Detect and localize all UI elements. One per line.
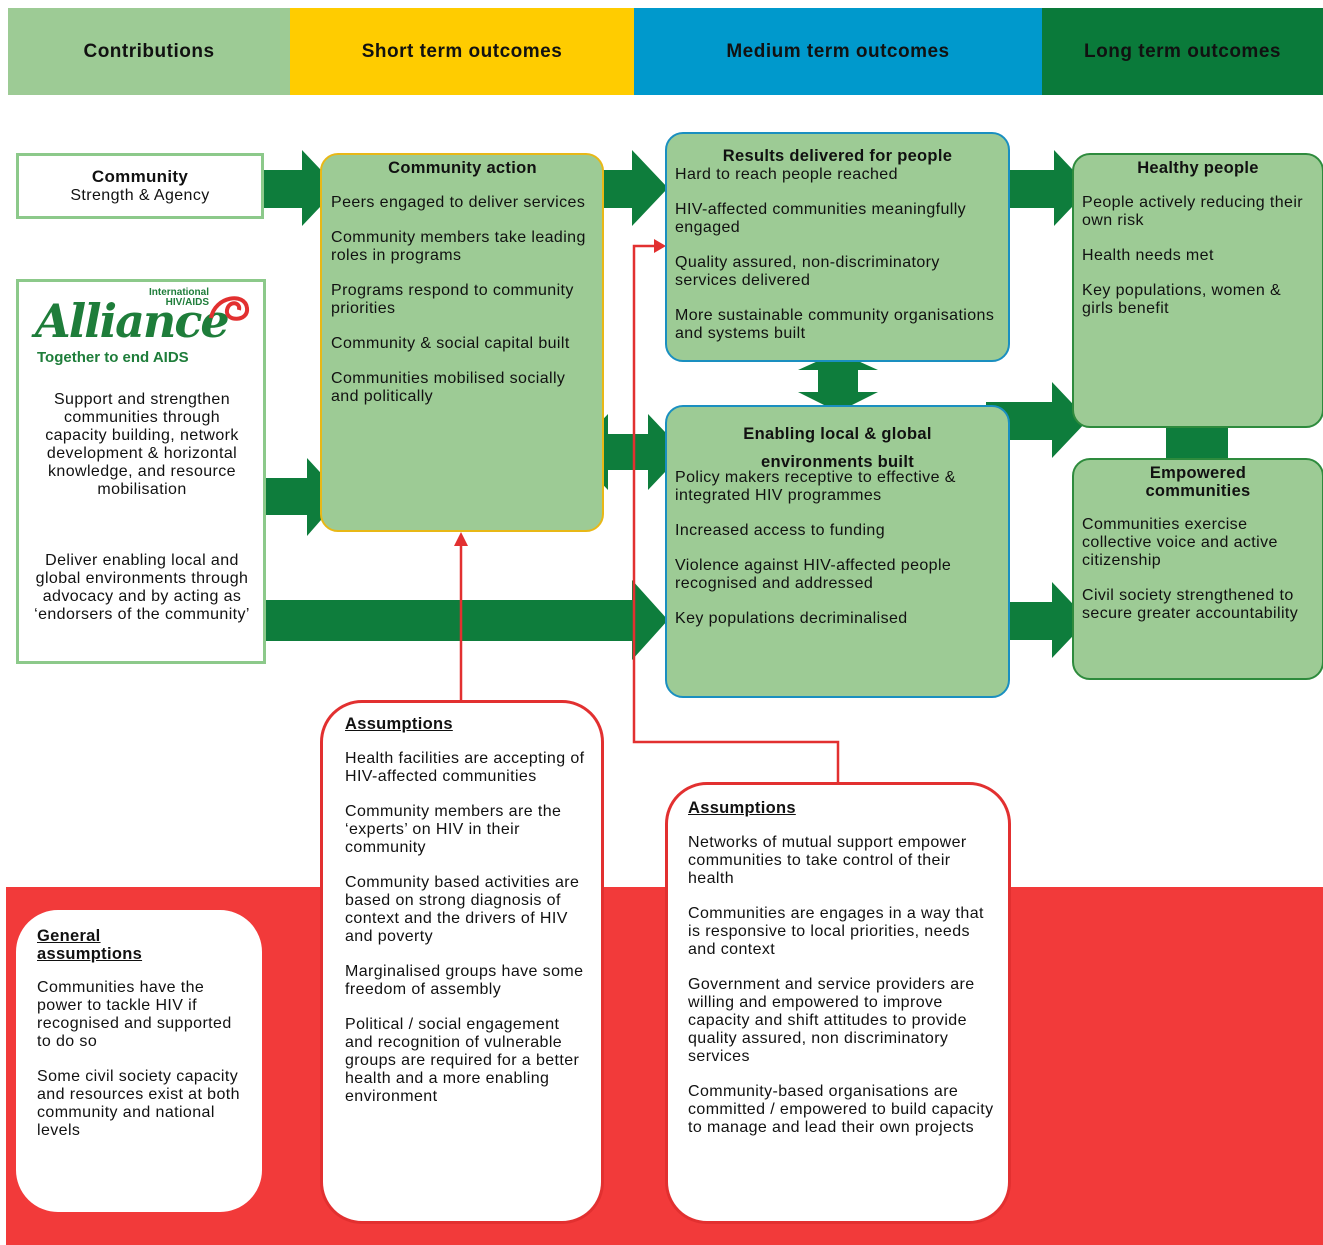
list-item: Peers engaged to deliver services [331,194,586,211]
list-item: Communities have the power to tackle HIV… [37,979,232,1050]
assumptions-box-1: Assumptions Health facilities are accept… [320,700,604,1224]
enabling-box: Enabling local & global environments bui… [665,405,1010,698]
empowered-box: Empowered communities Communities exerci… [1072,458,1323,680]
alliance-text-2: Deliver enabling local and global enviro… [34,552,250,623]
general-assumptions-box: General assumptions Communities have the… [16,910,262,1212]
assumptions-title-1: Assumptions [345,715,453,733]
healthy-title: Healthy people [1137,159,1259,177]
list-item: Marginalised groups have some freedom of… [345,963,584,998]
general-assumptions-title: General assumptions [37,927,143,963]
alliance-logo-small-text: International HIV/AIDS [148,287,209,308]
header-medium-term: Medium term outcomes [634,8,1042,95]
arrow-enabling-to-empowered [986,582,1088,658]
community-subtitle: Strength & Agency [70,187,210,204]
list-item: Government and service providers are wil… [688,976,975,1065]
community-title: Community [91,167,189,186]
enabling-list: Policy makers receptive to effective & i… [675,469,1000,628]
header-contributions: Contributions [8,8,290,95]
assumptions-title-2: Assumptions [688,799,796,817]
red-arrowhead-1 [454,532,468,546]
results-list: Hard to reach people reached HIV-affecte… [675,166,1000,343]
community-strength-box: Community Strength & Agency [16,153,264,219]
list-item: Some civil society capacity and resource… [37,1068,240,1139]
list-item: Programs respond to community priorities [331,282,574,317]
healthy-people-box: Healthy people People actively reducing … [1072,153,1323,428]
assumptions-box-2: Assumptions Networks of mutual support e… [665,782,1011,1224]
list-item: Health facilities are accepting of HIV-a… [345,750,585,785]
header-long-term: Long term outcomes [1042,8,1323,95]
red-arrowhead-2 [654,239,666,253]
header-short-term: Short term outcomes [290,8,634,95]
list-item: Community & social capital built [331,335,570,352]
list-item: Communities mobilised socially and polit… [331,370,566,405]
empowered-list: Communities exercise collective voice an… [1082,516,1314,623]
assumptions-list-2: Networks of mutual support empower commu… [688,834,994,1137]
empowered-title: Empowered communities [1145,464,1251,500]
community-action-list: Peers engaged to deliver services Commun… [331,194,594,406]
alliance-box: International HIV/AIDS Alliance Together… [16,279,266,664]
list-item: Community members take leading roles in … [331,229,586,264]
enabling-title-1: Enabling local & global [743,425,932,443]
general-assumptions-list: Communities have the power to tackle HIV… [37,979,245,1140]
enabling-title-2: environments built [761,453,914,471]
list-item: Policy makers receptive to effective & i… [675,469,956,504]
list-item: Key populations decriminalised [675,610,908,627]
community-action-title: Community action [388,159,537,177]
list-item: Community members are the ‘experts’ on H… [345,803,562,856]
list-item: Hard to reach people reached [675,166,898,183]
alliance-logo: International HIV/AIDS Alliance [33,286,253,348]
list-item: Networks of mutual support empower commu… [688,834,967,887]
assumptions-list-1: Health facilities are accepting of HIV-a… [345,750,589,1106]
arrow-enabling-to-healthy [986,382,1088,458]
alliance-ribbon-icon [209,296,249,321]
list-item: People actively reducing their own risk [1082,194,1304,229]
list-item: Violence against HIV-affected people rec… [675,557,952,592]
list-item: Increased access to funding [675,522,886,539]
list-item: Community based activities are based on … [345,874,580,945]
list-item: More sustainable community organisations… [675,307,995,342]
list-item: Political / social engagement and recogn… [345,1016,580,1105]
list-item: Communities exercise collective voice an… [1082,516,1278,569]
list-item: Communities are engages in a way that is… [688,905,984,958]
alliance-tagline: Together to end AIDS [37,349,189,366]
list-item: Community-based organisations are commit… [688,1083,994,1136]
list-item: Health needs met [1082,247,1214,264]
community-action-box: Community action Peers engaged to delive… [320,153,604,532]
results-title: Results delivered for people [722,147,953,165]
alliance-logo-word: Alliance [35,294,230,348]
list-item: Quality assured, non-discriminatory serv… [675,254,940,289]
arrow-results-enabling-double [798,352,878,412]
list-item: Civil society strengthened to secure gre… [1082,587,1299,622]
arrow-results-to-healthy [986,150,1090,226]
alliance-text-1: Support and strengthen communities throu… [45,391,239,498]
results-box: Results delivered for people Hard to rea… [665,132,1010,362]
healthy-list: People actively reducing their own risk … [1082,194,1314,318]
list-item: HIV-affected communities meaningfully en… [675,201,967,236]
list-item: Key populations, women & girls benefit [1082,282,1282,317]
arrow-alliance-to-action [242,458,342,536]
